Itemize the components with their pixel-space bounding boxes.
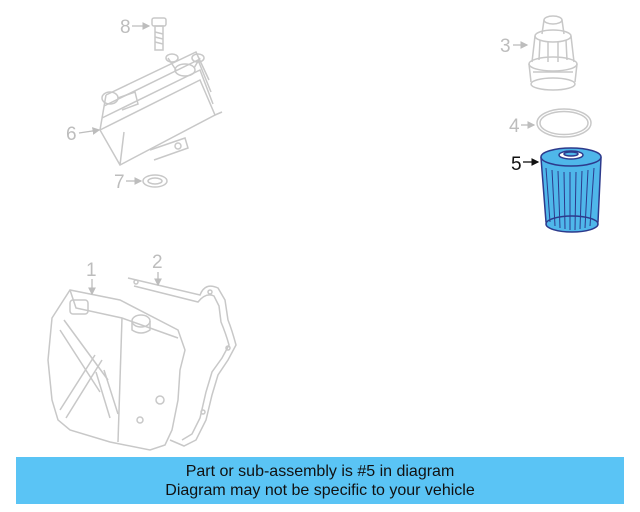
part-1-oil-filter-housing[interactable] (47, 289, 186, 451)
banner-line-1: Part or sub-assembly is #5 in diagram (185, 462, 455, 480)
info-banner: Part or sub-assembly is #5 in diagram Di… (16, 457, 624, 504)
callout-6: 6 (66, 124, 77, 145)
banner-line-2: Diagram may not be specific to your vehi… (165, 481, 475, 499)
callout-3: 3 (500, 36, 511, 57)
part-5-oil-filter-element[interactable] (540, 147, 602, 233)
callout-7: 7 (114, 172, 125, 193)
part-4-seal-ring[interactable] (536, 108, 592, 138)
callout-4: 4 (509, 116, 520, 137)
part-2-gasket[interactable] (127, 277, 237, 447)
callout-1: 1 (86, 260, 97, 281)
part-6-oil-cooler[interactable] (98, 50, 223, 167)
part-8-bolt[interactable] (151, 17, 167, 51)
callout-5: 5 (511, 154, 522, 175)
part-7-o-ring[interactable] (142, 174, 168, 188)
callout-8: 8 (120, 17, 131, 38)
part-3-filter-housing-cap[interactable] (528, 15, 578, 91)
callout-2: 2 (152, 252, 163, 273)
